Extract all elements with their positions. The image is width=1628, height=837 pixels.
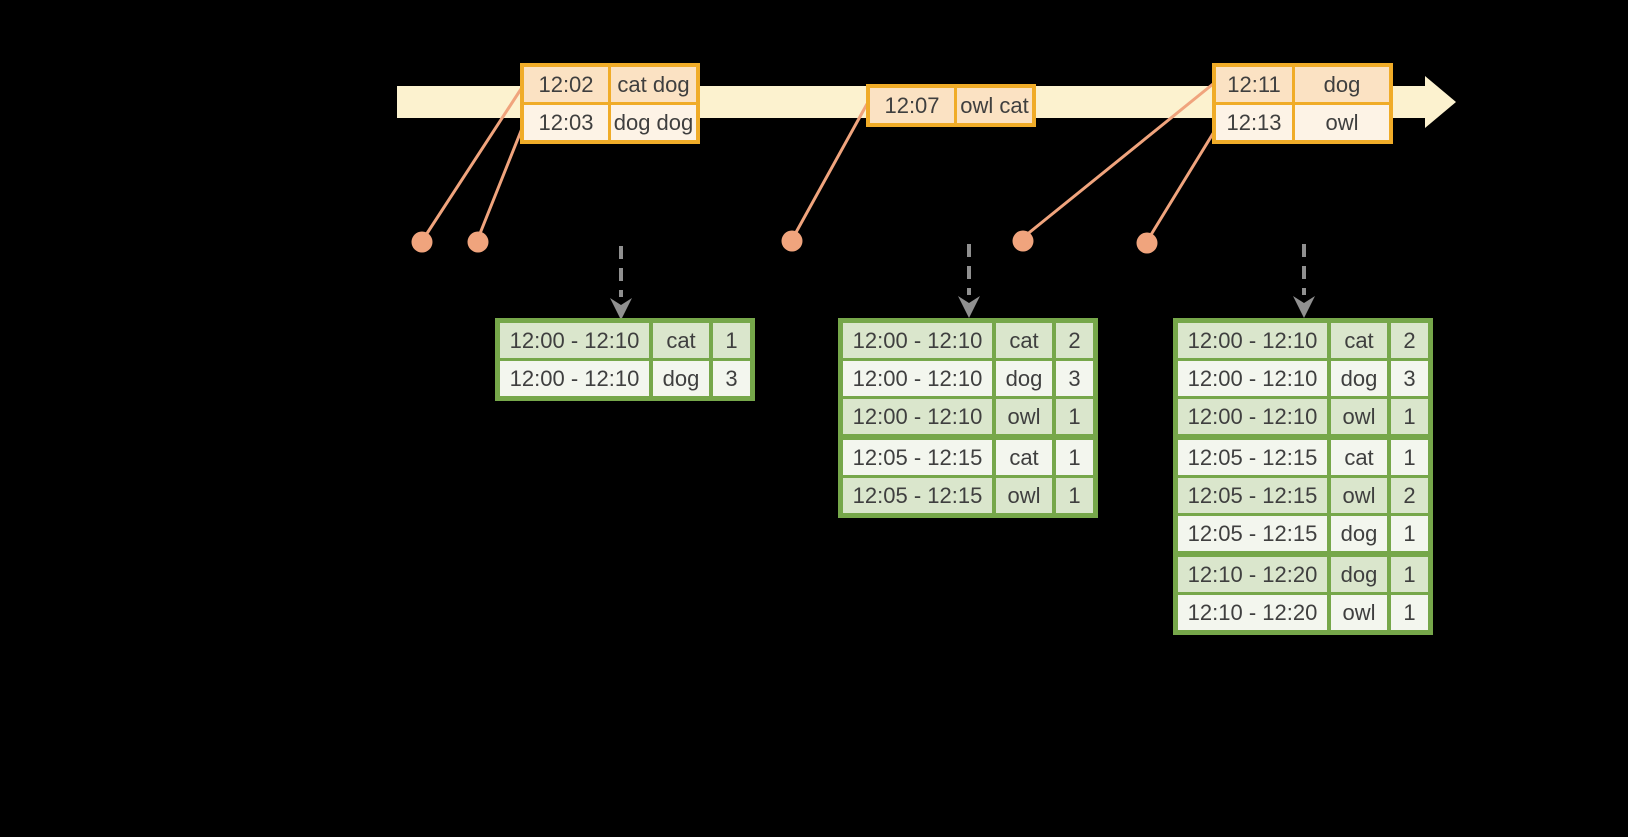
result-count: 3 <box>1052 361 1093 396</box>
result-table-1: 12:00 - 12:10 cat 1 12:00 - 12:10 dog 3 <box>495 318 755 401</box>
event-time: 12:13 <box>1216 105 1292 140</box>
result-word: owl <box>992 399 1052 434</box>
result-count: 2 <box>1387 323 1428 358</box>
result-count: 1 <box>1387 440 1428 475</box>
event-batch-table-1: 12:02 cat dog 12:03 dog dog <box>520 63 700 144</box>
result-window: 12:10 - 12:20 <box>1178 557 1327 592</box>
result-row: 12:10 - 12:20 owl 1 <box>1178 592 1428 630</box>
result-count: 3 <box>709 361 750 396</box>
result-word: owl <box>1327 478 1387 513</box>
result-word: cat <box>1327 440 1387 475</box>
trigger-arrowhead-icon <box>1293 296 1315 318</box>
event-connector-lines <box>422 82 1219 240</box>
event-row: 12:07 owl cat <box>870 88 1032 123</box>
result-word: dog <box>649 361 709 396</box>
result-row: 12:05 - 12:15 owl 1 <box>843 475 1093 513</box>
result-row: 12:00 - 12:10 dog 3 <box>500 358 750 396</box>
result-count: 1 <box>1387 557 1428 592</box>
result-word: cat <box>1327 323 1387 358</box>
result-table-3: 12:00 - 12:10 cat 2 12:00 - 12:10 dog 3 … <box>1173 318 1433 635</box>
result-row: 12:10 - 12:20 dog 1 <box>1178 551 1428 592</box>
result-row: 12:00 - 12:10 cat 2 <box>1178 323 1428 358</box>
result-window: 12:00 - 12:10 <box>1178 399 1327 434</box>
result-word: dog <box>1327 361 1387 396</box>
result-window: 12:00 - 12:10 <box>1178 323 1327 358</box>
event-words: cat dog <box>608 67 696 102</box>
result-row: 12:05 - 12:15 cat 1 <box>1178 434 1428 475</box>
trigger-arrowhead-icon <box>610 298 632 320</box>
result-count: 1 <box>1387 399 1428 434</box>
event-dot <box>467 231 489 253</box>
result-row: 12:00 - 12:10 dog 3 <box>1178 358 1428 396</box>
result-count: 1 <box>1052 478 1093 513</box>
result-table-2: 12:00 - 12:10 cat 2 12:00 - 12:10 dog 3 … <box>838 318 1098 518</box>
event-words: owl cat <box>954 88 1032 123</box>
result-window: 12:00 - 12:10 <box>843 361 992 396</box>
timeline-arrowhead-icon <box>1425 76 1456 128</box>
result-count: 2 <box>1387 478 1428 513</box>
result-count: 1 <box>1387 516 1428 551</box>
result-count: 1 <box>1052 399 1093 434</box>
result-count: 3 <box>1387 361 1428 396</box>
event-time: 12:02 <box>524 67 608 102</box>
result-row: 12:00 - 12:10 cat 2 <box>843 323 1093 358</box>
result-window: 12:05 - 12:15 <box>1178 516 1327 551</box>
result-window: 12:05 - 12:15 <box>843 478 992 513</box>
event-connector-line <box>1147 125 1219 240</box>
result-row: 12:00 - 12:10 owl 1 <box>1178 396 1428 434</box>
event-batch-table-2: 12:07 owl cat <box>866 84 1036 127</box>
result-word: cat <box>992 440 1052 475</box>
result-word: dog <box>992 361 1052 396</box>
event-time: 12:03 <box>524 105 608 140</box>
result-window: 12:00 - 12:10 <box>500 361 649 396</box>
event-row: 12:13 owl <box>1216 102 1389 140</box>
result-word: cat <box>649 323 709 358</box>
result-count: 1 <box>1052 440 1093 475</box>
result-word: dog <box>1327 557 1387 592</box>
result-row: 12:00 - 12:10 cat 1 <box>500 323 750 358</box>
result-word: cat <box>992 323 1052 358</box>
event-batch-table-3: 12:11 dog 12:13 owl <box>1212 63 1393 144</box>
result-window: 12:00 - 12:10 <box>843 323 992 358</box>
event-row: 12:11 dog <box>1216 67 1389 102</box>
result-word: dog <box>1327 516 1387 551</box>
event-row: 12:03 dog dog <box>524 102 696 140</box>
event-dot <box>1012 230 1034 252</box>
result-count: 2 <box>1052 323 1093 358</box>
result-window: 12:05 - 12:15 <box>1178 440 1327 475</box>
trigger-arrows <box>610 244 1315 320</box>
result-row: 12:05 - 12:15 dog 1 <box>1178 513 1428 551</box>
event-connector-line <box>792 102 869 238</box>
result-window: 12:00 - 12:10 <box>843 399 992 434</box>
result-row: 12:00 - 12:10 dog 3 <box>843 358 1093 396</box>
result-window: 12:05 - 12:15 <box>1178 478 1327 513</box>
result-word: owl <box>1327 595 1387 630</box>
result-row: 12:05 - 12:15 owl 2 <box>1178 475 1428 513</box>
result-window: 12:00 - 12:10 <box>500 323 649 358</box>
result-count: 1 <box>1387 595 1428 630</box>
event-connector-line <box>1023 82 1215 238</box>
result-row: 12:05 - 12:15 cat 1 <box>843 434 1093 475</box>
event-dot <box>1136 232 1158 254</box>
event-time: 12:07 <box>870 88 954 123</box>
event-connector-line <box>477 124 525 238</box>
result-word: owl <box>992 478 1052 513</box>
event-words: dog dog <box>608 105 696 140</box>
result-row: 12:00 - 12:10 owl 1 <box>843 396 1093 434</box>
event-words: owl <box>1292 105 1389 140</box>
result-count: 1 <box>709 323 750 358</box>
event-connector-line <box>422 87 523 240</box>
result-window: 12:10 - 12:20 <box>1178 595 1327 630</box>
event-dots <box>411 230 1158 254</box>
event-time: 12:11 <box>1216 67 1292 102</box>
result-window: 12:05 - 12:15 <box>843 440 992 475</box>
result-window: 12:00 - 12:10 <box>1178 361 1327 396</box>
event-dot <box>411 231 433 253</box>
event-dot <box>781 230 803 252</box>
event-words: dog <box>1292 67 1389 102</box>
trigger-arrowhead-icon <box>958 296 980 318</box>
event-row: 12:02 cat dog <box>524 67 696 102</box>
result-word: owl <box>1327 399 1387 434</box>
